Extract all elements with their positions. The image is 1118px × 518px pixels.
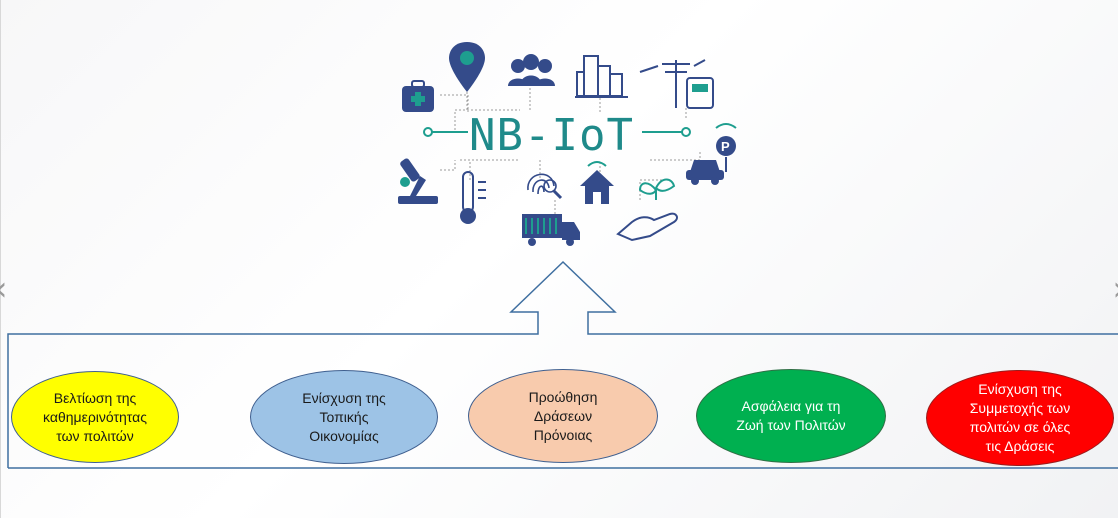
goal-line: Ζωή των Πολιτών xyxy=(736,417,846,433)
goal-line: Ενίσχυση της xyxy=(978,381,1062,397)
goal-local-economy: Ενίσχυση της Τοπικής Οικονομίας xyxy=(250,370,438,464)
logo-circuit-teal xyxy=(423,127,691,137)
smart-home-icon xyxy=(580,161,614,204)
goal-line: Οικονομίας xyxy=(309,427,379,444)
goal-line: Συμμετοχής των xyxy=(969,400,1071,416)
goal-line: καθημερινότητας xyxy=(43,408,147,425)
goal-line: τις Δράσεις xyxy=(985,438,1055,454)
car-icon xyxy=(686,160,724,185)
truck-icon xyxy=(522,214,580,246)
slide-left-edge xyxy=(0,0,1,518)
previous-slide-arrow-icon[interactable]: ‹ xyxy=(0,272,8,306)
goal-line: Δράσεων xyxy=(533,407,593,424)
goal-line: Πρόνοιας xyxy=(533,426,593,443)
goal-line: Ασφάλεια για τη xyxy=(741,398,841,414)
goal-line: Βελτίωση της xyxy=(53,389,137,406)
city-buildings-icon xyxy=(575,55,628,98)
fingerprint-icon xyxy=(527,173,563,200)
goal-citizen-participation: Ενίσχυση της Συμμετοχής των πολιτών σε ό… xyxy=(926,370,1114,466)
microscope-icon xyxy=(398,158,438,204)
goal-line: Τοπικής xyxy=(319,408,369,425)
goal-line: πολιτών σε όλες xyxy=(969,419,1071,435)
parking-icon: P xyxy=(715,123,737,172)
power-pole-icon xyxy=(639,59,706,108)
goal-line: των πολιτών xyxy=(56,427,134,444)
smart-meter-icon xyxy=(686,77,714,109)
goal-welfare-actions: Προώθηση Δράσεων Πρόνοιας xyxy=(468,369,658,463)
svg-text:P: P xyxy=(721,139,730,154)
goal-line: Προώθηση xyxy=(528,388,598,405)
location-pin-icon xyxy=(449,42,485,92)
thermometer-icon xyxy=(460,171,486,224)
upward-arrow-container-outline xyxy=(7,260,1118,469)
next-slide-arrow-icon[interactable]: › xyxy=(1112,272,1118,306)
goal-citizen-safety: Ασφάλεια για τη Ζωή των Πολιτών xyxy=(696,369,886,463)
goal-improve-daily-life: Βελτίωση της καθημερινότητας των πολιτών xyxy=(11,371,179,463)
medical-kit-icon xyxy=(402,80,434,112)
goal-line: Ενίσχυση της xyxy=(302,389,386,406)
people-icon xyxy=(508,54,555,86)
nb-iot-logo-text: NB-IoT xyxy=(469,110,634,161)
plant-hand-icon xyxy=(616,178,678,242)
